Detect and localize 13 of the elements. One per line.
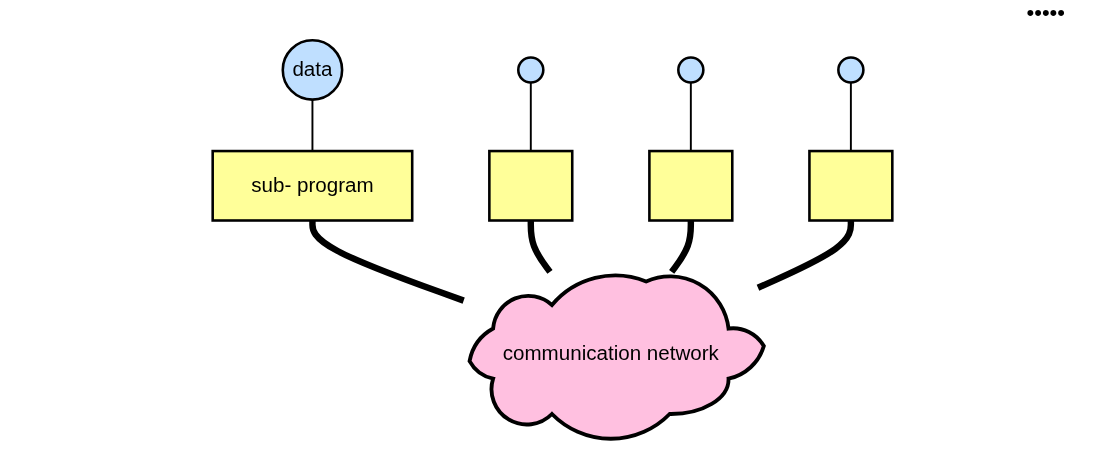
- ellipsis-dots: •••••: [1026, 0, 1065, 27]
- node-circle: data: [281, 39, 344, 101]
- connector: [527, 220, 553, 274]
- connector: [309, 220, 465, 304]
- connector: [669, 220, 695, 274]
- connector: [756, 220, 855, 291]
- node-circle: [517, 56, 545, 84]
- node-box: [808, 149, 894, 222]
- node-box: [648, 149, 734, 222]
- node-box: sub- program: [211, 149, 414, 222]
- node-circle: [837, 56, 865, 84]
- node-box: [488, 149, 574, 222]
- node-circle: [677, 56, 705, 84]
